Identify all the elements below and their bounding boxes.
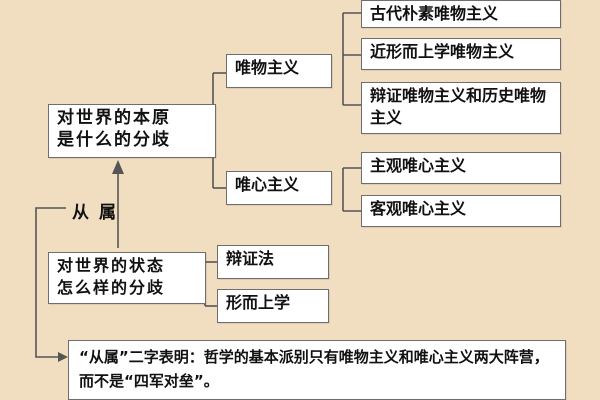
materialism-item-ancient: 古代朴素唯物主义 <box>361 0 561 28</box>
note-text: “从属”二字表明：哲学的基本派别只有唯物主义和唯心主义两大阵营，而不是“四军对垒… <box>79 348 549 390</box>
root-box-origin: 对世界的本原 是什么的分歧 <box>48 104 216 158</box>
idealism-label: 唯心主义 <box>235 175 300 194</box>
root-box-origin-line2: 是什么的分歧 <box>57 130 171 150</box>
materialism-label: 唯物主义 <box>235 58 300 77</box>
state-item-metaphysics: 形而上学 <box>217 289 329 323</box>
materialism-box: 唯物主义 <box>226 54 332 88</box>
materialism-item-dialectical-text: 辩证唯物主义和历史唯物主义 <box>370 86 547 127</box>
relation-label: 从属 <box>72 203 126 223</box>
materialism-item-metaphysical-text: 近形而上学唯物主义 <box>370 42 515 61</box>
root-box-state-line1: 对世界的状态 <box>57 256 166 275</box>
state-item-dialectics: 辩证法 <box>217 245 329 279</box>
idealism-item-objective-text: 客观唯心主义 <box>370 199 467 218</box>
materialism-item-dialectical: 辩证唯物主义和历史唯物主义 <box>361 82 561 134</box>
materialism-item-ancient-text: 古代朴素唯物主义 <box>370 4 499 23</box>
state-item-dialectics-text: 辩证法 <box>226 249 275 268</box>
idealism-item-subjective-text: 主观唯心主义 <box>370 156 467 175</box>
note-box: “从属”二字表明：哲学的基本派别只有唯物主义和唯心主义两大阵营，而不是“四军对垒… <box>68 340 566 400</box>
idealism-item-subjective: 主观唯心主义 <box>361 152 561 184</box>
idealism-item-objective: 客观唯心主义 <box>361 195 561 227</box>
root-box-origin-line1: 对世界的本原 <box>57 108 171 128</box>
materialism-item-metaphysical: 近形而上学唯物主义 <box>361 38 561 70</box>
root-box-state-line2: 怎么样的分歧 <box>57 278 166 297</box>
idealism-box: 唯心主义 <box>226 171 332 205</box>
root-box-state: 对世界的状态 怎么样的分歧 <box>48 252 206 304</box>
state-item-metaphysics-text: 形而上学 <box>226 293 291 312</box>
